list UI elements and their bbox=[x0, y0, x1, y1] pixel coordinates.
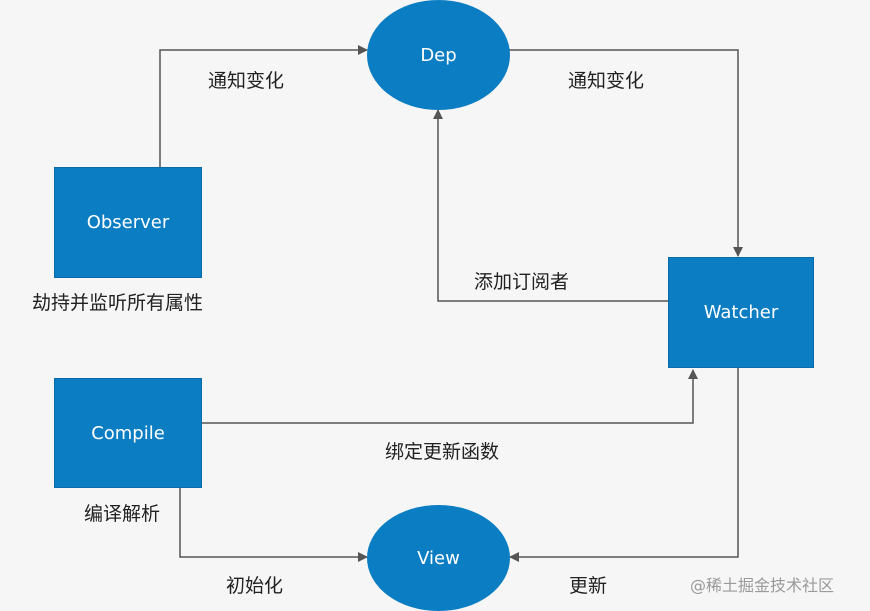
node-observer-label: Observer bbox=[86, 212, 170, 233]
node-view-label: View bbox=[417, 547, 460, 569]
node-observer: Observer bbox=[54, 167, 202, 278]
node-compile: Compile bbox=[54, 378, 202, 488]
node-compile-label: Compile bbox=[91, 422, 165, 444]
edge-label-watcher-dep: 添加订阅者 bbox=[474, 271, 570, 293]
edge-label-compile-view: 初始化 bbox=[226, 575, 284, 597]
node-dep-label: Dep bbox=[420, 44, 457, 66]
edge-label-watcher-view: 更新 bbox=[569, 575, 608, 597]
node-watcher-label: Watcher bbox=[703, 302, 779, 323]
edge-label-compile-watcher: 绑定更新函数 bbox=[385, 441, 500, 463]
edge-label-dep-watcher: 通知变化 bbox=[568, 70, 645, 92]
edge-label-observer-dep: 通知变化 bbox=[208, 70, 285, 92]
watermark: @稀土掘金技术社区 bbox=[690, 576, 835, 595]
edge-compile-watcher bbox=[202, 369, 698, 424]
caption-compile: 编译解析 bbox=[84, 503, 161, 525]
edge-watcher-dep bbox=[433, 109, 668, 302]
edge-compile-view bbox=[179, 487, 368, 562]
caption-observer: 劫持并监听所有属性 bbox=[32, 292, 204, 314]
node-dep: Dep bbox=[367, 0, 510, 110]
edge-dep-watcher bbox=[509, 49, 743, 257]
edge-observer-dep bbox=[159, 45, 368, 167]
node-watcher: Watcher bbox=[668, 257, 814, 368]
node-view: View bbox=[367, 505, 510, 611]
edge-watcher-view bbox=[509, 367, 739, 562]
